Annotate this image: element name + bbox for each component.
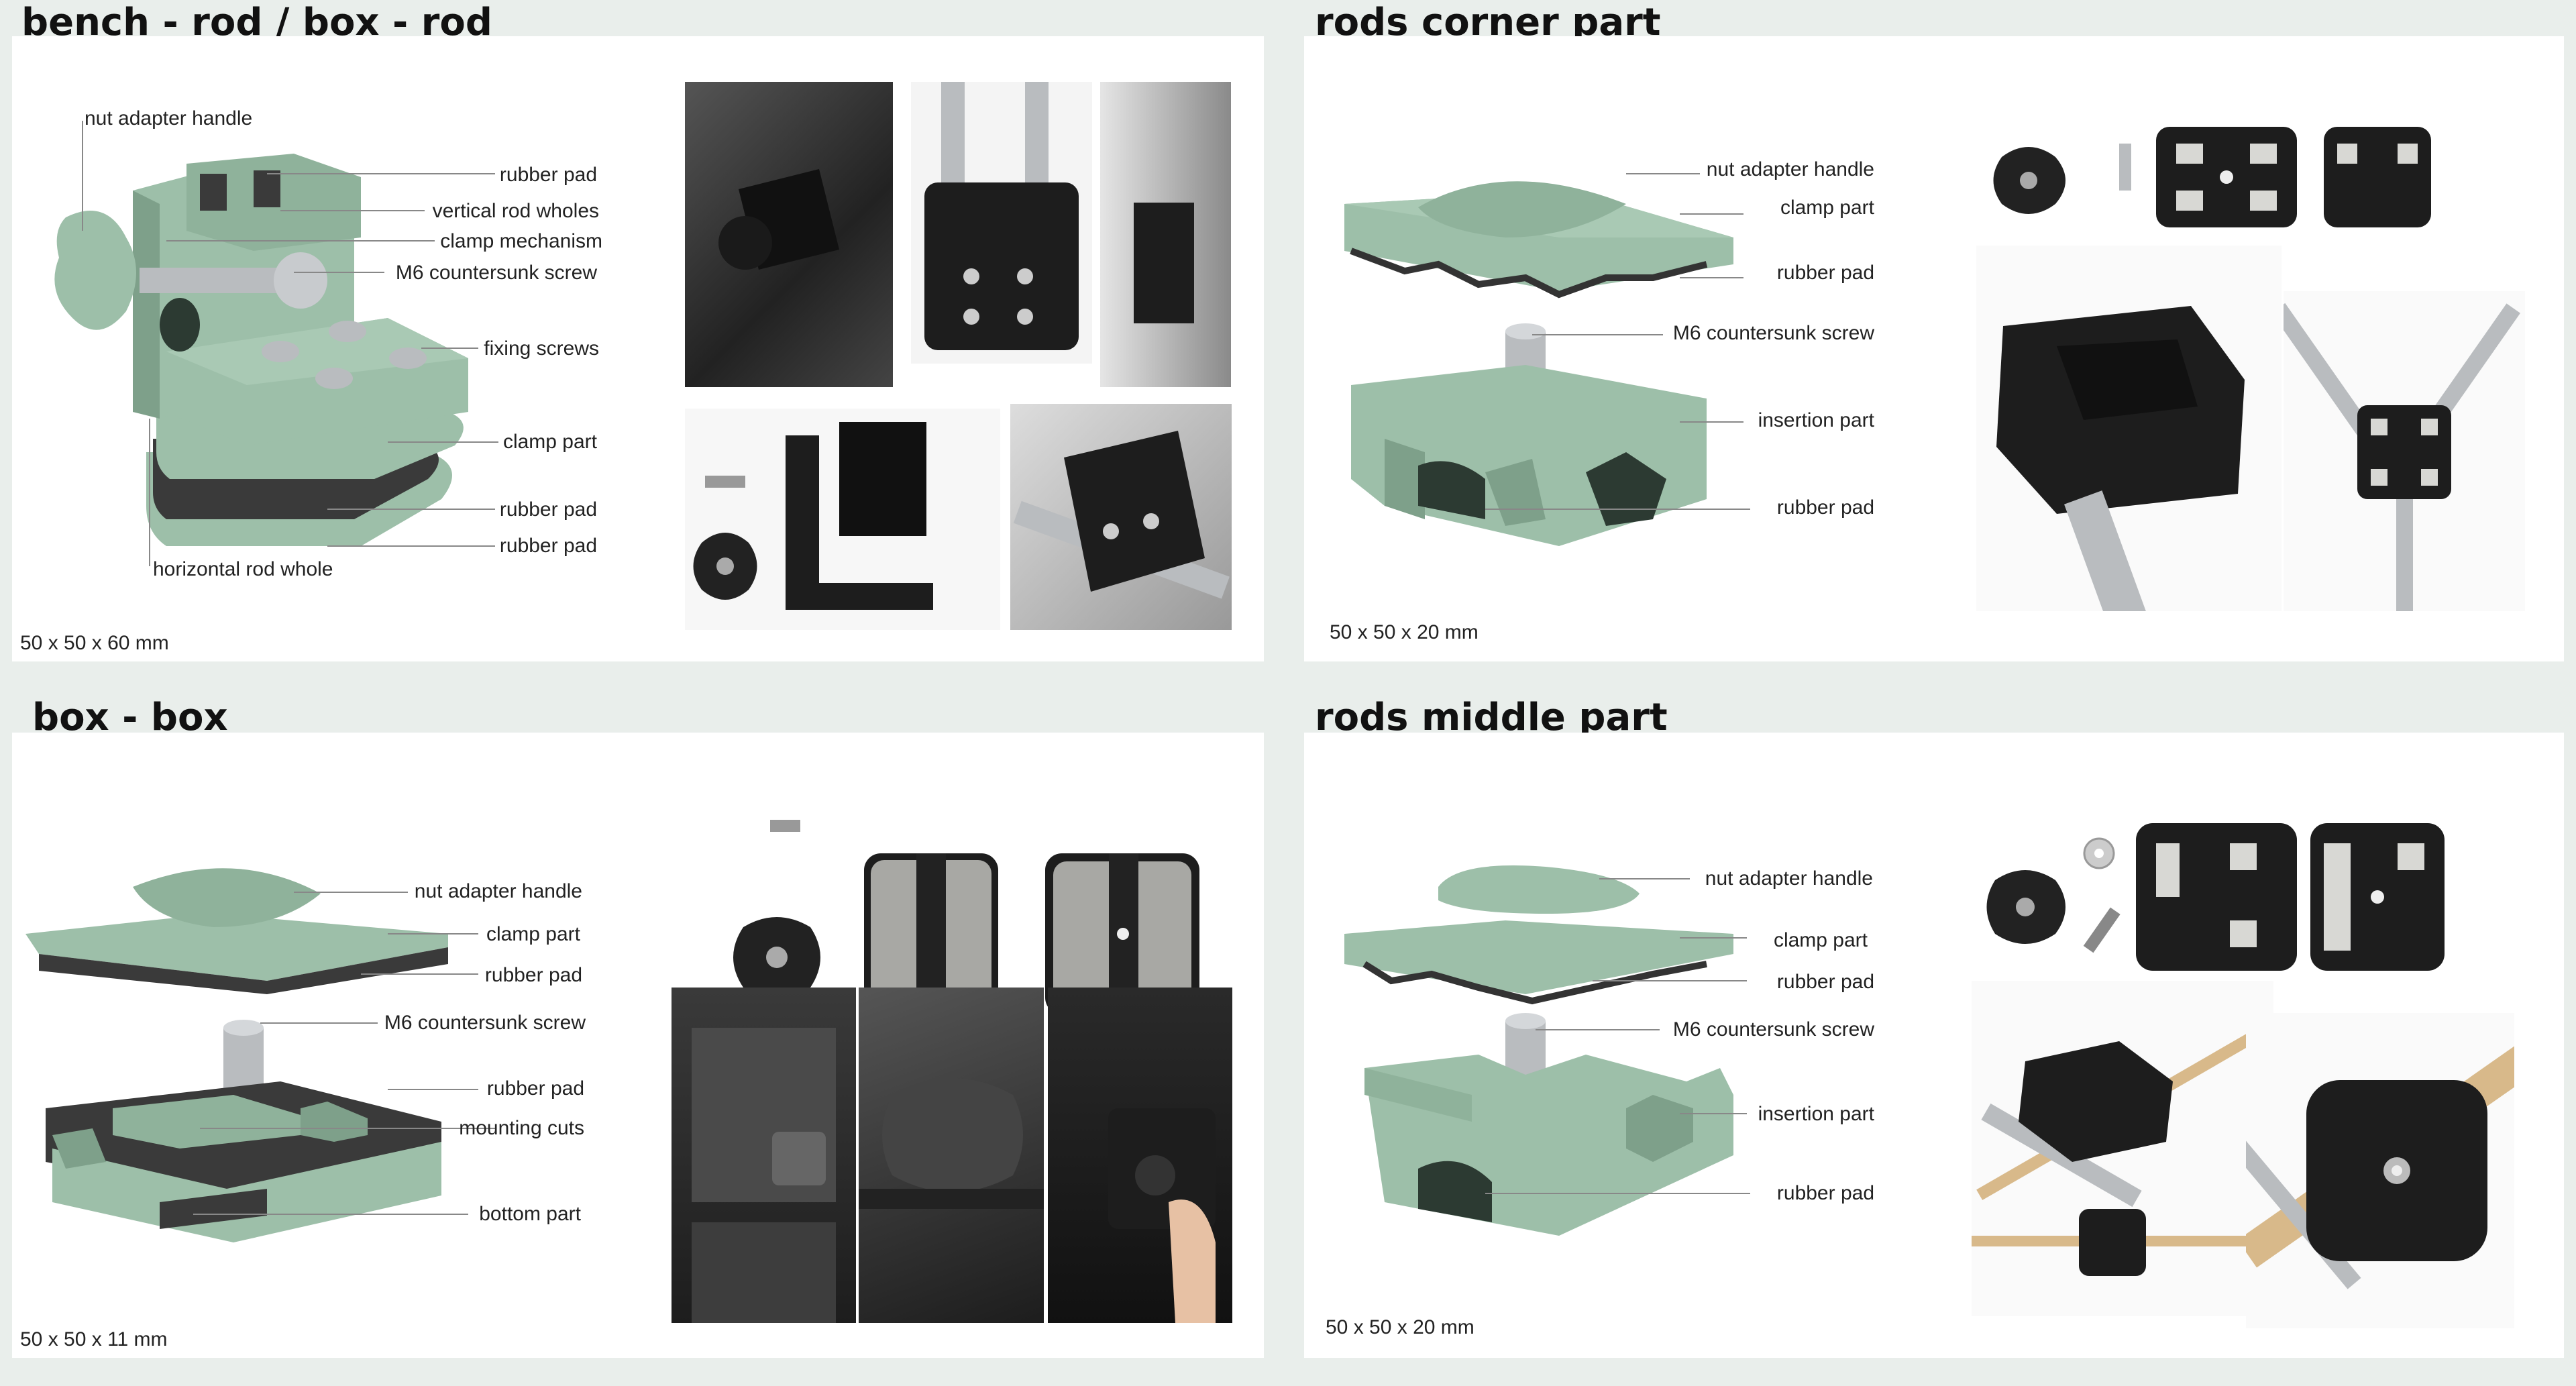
- photo-corner-parts: [1988, 83, 2431, 237]
- label-rubber-pad: rubber pad: [1776, 496, 1874, 519]
- label-bottom-part: bottom part: [479, 1203, 581, 1225]
- label-rubber-pad: rubber pad: [484, 964, 582, 986]
- label-m6-countersunk-screw: M6 countersunk screw: [1672, 1018, 1874, 1041]
- label-m6-countersunk-screw: M6 countersunk screw: [384, 1012, 586, 1034]
- rods-corner-diagram: [1344, 173, 1750, 546]
- photo-clamp-on-rod: [1010, 404, 1232, 630]
- label-rubber-pad: rubber pad: [1776, 262, 1874, 284]
- label-rubber-pad: rubber pad: [1776, 971, 1874, 993]
- panel-rods-corner: nut adapter handle clamp part rubber pad…: [1304, 36, 2564, 661]
- panel-bench-rod: nut adapter handle rubber pad vertical r…: [12, 36, 1264, 661]
- box-box-diagram: [25, 868, 495, 1242]
- dimensions-label: 50 x 50 x 20 mm: [1326, 1316, 1474, 1338]
- dimensions-label: 50 x 50 x 20 mm: [1330, 621, 1479, 643]
- label-clamp-part: clamp part: [1780, 197, 1874, 219]
- label-mounting-cuts: mounting cuts: [459, 1117, 584, 1139]
- label-nut-adapter-handle: nut adapter handle: [85, 107, 253, 129]
- photo-middle-assembly-rods: [1972, 981, 2273, 1316]
- photo-corner-assembled: [2284, 291, 2525, 611]
- label-clamp-part: clamp part: [1773, 929, 1868, 951]
- photo-clamp-on-bench: [685, 82, 893, 387]
- panel-rods-middle: nut adapter handle clamp part rubber pad…: [1304, 733, 2564, 1358]
- label-rubber-pad: rubber pad: [499, 498, 597, 521]
- photo-box-knob: [710, 793, 857, 1021]
- label-rubber-pad: rubber pad: [1776, 1182, 1874, 1204]
- photo-box-connection: [859, 988, 1044, 1323]
- label-horizontal-rod-whole: horizontal rod whole: [153, 558, 333, 580]
- dimensions-label: 50 x 50 x 60 mm: [20, 632, 169, 654]
- label-m6-countersunk-screw: M6 countersunk screw: [395, 262, 597, 284]
- photo-box-hand: [1048, 988, 1232, 1323]
- photo-box-inside: [672, 988, 856, 1323]
- label-insertion-part: insertion part: [1758, 409, 1874, 431]
- section-title-rods-corner: rods corner part: [1315, 1, 1661, 44]
- label-rubber-pad: rubber pad: [499, 535, 597, 557]
- photo-parts-knob: [685, 409, 1000, 630]
- panel-box-box: nut adapter handle clamp part rubber pad…: [12, 733, 1264, 1358]
- section-title-bench-rod: bench - rod / box - rod: [21, 1, 492, 44]
- label-nut-adapter-handle: nut adapter handle: [414, 880, 582, 902]
- label-nut-adapter-handle: nut adapter handle: [1706, 158, 1874, 180]
- bench-rod-diagram: [54, 121, 498, 566]
- label-rubber-pad: rubber pad: [499, 164, 597, 186]
- label-insertion-part: insertion part: [1758, 1103, 1874, 1125]
- section-title-box-box: box - box: [32, 696, 228, 739]
- photo-middle-parts: [1982, 786, 2505, 974]
- section-title-rods-middle: rods middle part: [1315, 696, 1668, 739]
- photo-middle-closeup: [2246, 1013, 2514, 1328]
- label-vertical-rod-wholes: vertical rod wholes: [432, 200, 599, 222]
- photo-corner-closeup: [1976, 246, 2282, 611]
- photo-box-clamp-top: [1038, 793, 1206, 1021]
- label-clamp-mechanism: clamp mechanism: [440, 230, 602, 252]
- photo-vertical-rods: [911, 82, 1092, 364]
- dimensions-label: 50 x 50 x 11 mm: [20, 1328, 168, 1350]
- label-clamp-part: clamp part: [502, 431, 597, 453]
- label-rubber-pad: rubber pad: [486, 1077, 584, 1100]
- label-fixing-screws: fixing screws: [484, 337, 599, 360]
- photo-box-clamp-bottom: [851, 793, 1012, 1021]
- label-clamp-part: clamp part: [486, 923, 580, 945]
- photo-clamp-side: [1100, 82, 1231, 387]
- label-nut-adapter-handle: nut adapter handle: [1705, 867, 1873, 890]
- rods-middle-diagram: [1344, 865, 1750, 1236]
- label-m6-countersunk-screw: M6 countersunk screw: [1672, 322, 1874, 344]
